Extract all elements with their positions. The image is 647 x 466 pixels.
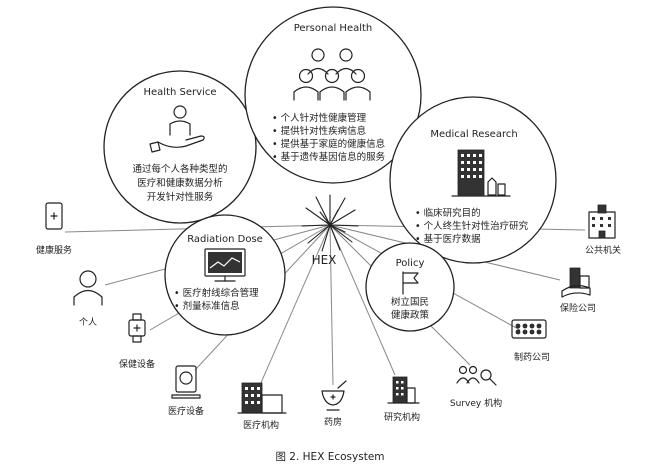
radiation-dose-bullet-2: • 剂量标准信息 bbox=[174, 300, 240, 312]
hex-label: HEX bbox=[312, 253, 337, 267]
personal-health-bullet-1: • 个人针对性健康管理 bbox=[272, 112, 367, 124]
radiation-dose-bullet-1: • 医疗射线综合管理 bbox=[174, 287, 259, 299]
stakeholder-research-institution: 研究机构 bbox=[384, 376, 420, 423]
health-service-title: Health Service bbox=[144, 87, 217, 98]
hospital-icon bbox=[237, 382, 287, 414]
research-institution-icon bbox=[387, 376, 420, 404]
stakeholder-survey-institution: Survey 机构 bbox=[450, 365, 502, 409]
medical-research-title: Medical Research bbox=[430, 129, 517, 140]
group-of-people-icon bbox=[293, 48, 371, 101]
health-service-line-3: 开发针对性服务 bbox=[147, 191, 214, 203]
flag-icon bbox=[402, 271, 419, 295]
monitor-chart-icon bbox=[204, 248, 246, 282]
stakeholder-individual: 个人 bbox=[73, 270, 103, 328]
research-building-icon bbox=[451, 149, 511, 197]
stakeholder-health-service-app: 健康服务 bbox=[36, 202, 72, 256]
policy-line-2: 健康政策 bbox=[391, 309, 430, 321]
health-service-line-1: 通过每个人各种类型的 bbox=[132, 163, 227, 175]
radiation-dose-title: Radiation Dose bbox=[187, 234, 263, 245]
personal-health-bullet-4: • 基于遗传基因信息的服务 bbox=[272, 151, 386, 163]
medical-research-bullet-3: • 基于医疗数据 bbox=[415, 233, 481, 245]
medical-scanner-icon bbox=[171, 365, 201, 399]
insurance-building-icon bbox=[561, 267, 591, 298]
stakeholder-insurance-company: 保险公司 bbox=[560, 267, 596, 314]
stakeholder-medical-device: 医疗设备 bbox=[168, 365, 204, 417]
label-survey-institution: Survey 机构 bbox=[450, 397, 502, 409]
policy-title: Policy bbox=[396, 258, 425, 269]
pill-pack-icon bbox=[511, 319, 547, 339]
personal-health-node: Personal Health • 个人针对性健康管理 • 提供针对性疾病信息 … bbox=[244, 6, 422, 184]
people-search-icon bbox=[456, 365, 497, 386]
stakeholder-pharma-company: 制药公司 bbox=[511, 319, 550, 363]
label-health-service-app: 健康服务 bbox=[36, 244, 72, 256]
medical-research-node: Medical Research • 临床研究目的 • 个人终生针对性治疗研究 … bbox=[389, 96, 557, 264]
health-service-line-2: 医疗和健康数据分析 bbox=[137, 177, 223, 189]
stakeholder-health-device: 保健设备 bbox=[119, 313, 155, 370]
label-health-device: 保健设备 bbox=[119, 358, 155, 370]
label-medical-device: 医疗设备 bbox=[168, 405, 204, 417]
radiation-dose-node: Radiation Dose • 医疗射线综合管理 • 剂量标准信息 bbox=[164, 214, 286, 336]
health-service-node: Health Service 通过每个人各种类型的 医疗和健康数据分析 开发针对… bbox=[103, 70, 257, 224]
label-pharmacy: 药房 bbox=[324, 416, 342, 428]
smartphone-icon bbox=[45, 202, 63, 230]
stakeholder-public-agency: 公共机关 bbox=[585, 204, 621, 256]
label-insurance-company: 保险公司 bbox=[560, 302, 596, 314]
label-individual: 个人 bbox=[79, 317, 97, 328]
label-pharma-company: 制药公司 bbox=[514, 351, 550, 363]
helping-hand-icon bbox=[149, 105, 205, 153]
stakeholder-medical-institution: 医疗机构 bbox=[237, 382, 287, 431]
personal-health-bullet-2: • 提供针对性疾病信息 bbox=[272, 125, 366, 137]
label-medical-institution: 医疗机构 bbox=[243, 419, 279, 431]
government-building-icon bbox=[588, 204, 616, 239]
person-icon bbox=[73, 270, 103, 306]
label-public-agency: 公共机关 bbox=[585, 244, 621, 256]
stakeholder-pharmacy: 药房 bbox=[321, 380, 347, 428]
mortar-pestle-icon bbox=[321, 380, 347, 411]
figure-caption: 图 2. HEX Ecosystem bbox=[275, 451, 384, 463]
smartwatch-icon bbox=[128, 313, 146, 343]
personal-health-title: Personal Health bbox=[294, 23, 373, 34]
policy-line-1: 树立国民 bbox=[391, 296, 429, 308]
label-research-institution: 研究机构 bbox=[384, 411, 420, 423]
personal-health-bullet-3: • 提供基于家庭的健康信息 bbox=[272, 138, 385, 150]
hex-burst-icon bbox=[301, 194, 359, 252]
medical-research-bullet-1: • 临床研究目的 bbox=[415, 207, 481, 219]
medical-research-bullet-2: • 个人终生针对性治疗研究 bbox=[415, 220, 529, 232]
policy-node: Policy 树立国民 健康政策 bbox=[365, 242, 455, 332]
